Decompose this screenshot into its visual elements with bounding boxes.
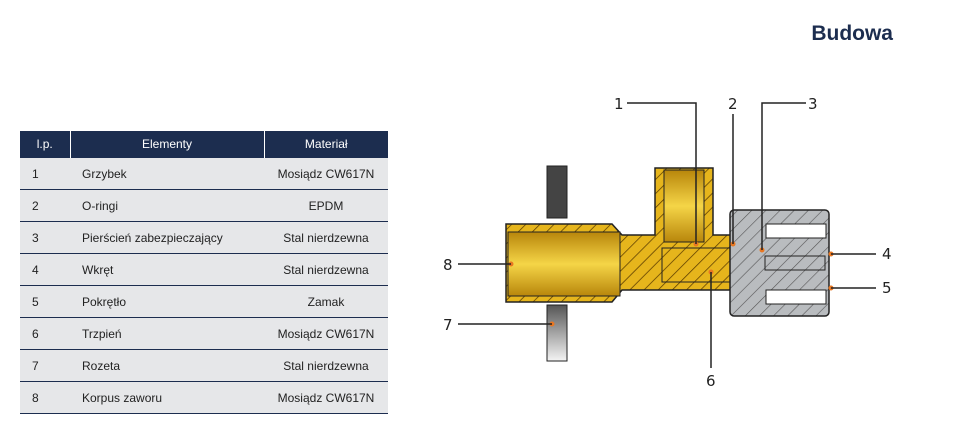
row-number: 8 (20, 381, 70, 414)
outlet-bore (663, 169, 705, 243)
callout-8: 8 (443, 256, 453, 274)
inlet-bore (507, 231, 621, 297)
header-material: Materiał (264, 131, 388, 158)
knob-slot-top (765, 223, 827, 239)
table-header: l.p. Elementy Materiał (20, 131, 388, 158)
row-material: Stal nierdzewna (264, 349, 388, 382)
row-number: 5 (20, 285, 70, 318)
callout-3: 3 (808, 95, 818, 113)
rozeta-top (546, 165, 568, 219)
row-number: 7 (20, 349, 70, 382)
knob-slot-bottom (765, 289, 827, 305)
row-number: 2 (20, 189, 70, 222)
row-element: Rozeta (70, 349, 264, 382)
row-number: 4 (20, 253, 70, 286)
screw (764, 255, 826, 271)
header-elementy: Elementy (70, 131, 265, 158)
row-material: Mosiądz CW617N (264, 381, 388, 414)
callout-1: 1 (614, 95, 624, 113)
row-material: Zamak (264, 285, 388, 318)
callout-5: 5 (882, 279, 892, 297)
row-element: Pierścień zabezpieczający (70, 221, 264, 254)
row-material: EPDM (264, 189, 388, 222)
row-number: 3 (20, 221, 70, 254)
callout-6: 6 (706, 372, 716, 390)
header-lp: l.p. (20, 131, 71, 158)
row-material: Mosiądz CW617N (264, 157, 388, 190)
leader-lines (458, 102, 876, 368)
row-material: Stal nierdzewna (264, 221, 388, 254)
callout-4: 4 (882, 245, 892, 263)
callout-2: 2 (728, 95, 738, 113)
row-number: 6 (20, 317, 70, 350)
row-element: Wkręt (70, 253, 264, 286)
row-element: O-ringi (70, 189, 264, 222)
callout-7: 7 (443, 316, 453, 334)
row-element: Trzpień (70, 317, 264, 350)
row-material: Stal nierdzewna (264, 253, 388, 286)
row-element: Grzybek (70, 157, 264, 190)
row-element: Pokrętło (70, 285, 264, 318)
rozeta-bottom (546, 304, 568, 362)
row-element: Korpus zaworu (70, 381, 264, 414)
row-material: Mosiądz CW617N (264, 317, 388, 350)
section-title: Budowa (811, 22, 893, 45)
row-number: 1 (20, 157, 70, 190)
